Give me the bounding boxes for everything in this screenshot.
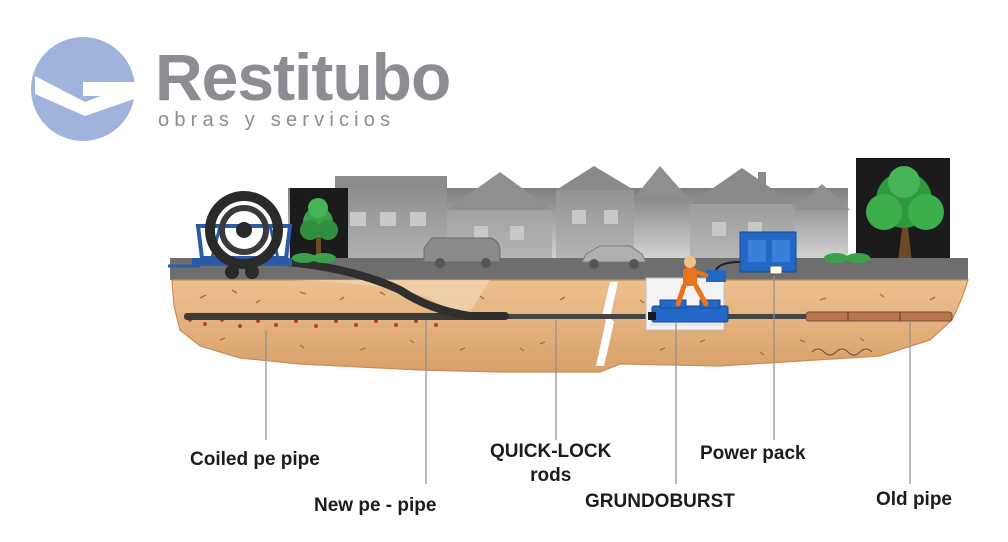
label-power-pack: Power pack bbox=[700, 443, 806, 464]
brand-tagline: obras y servicios bbox=[158, 109, 396, 131]
label-quick-lock-line2: rods bbox=[530, 465, 572, 486]
new-pe-pipe-horizontal bbox=[184, 313, 502, 320]
soil-speckles bbox=[199, 289, 936, 356]
hedge-right-icon bbox=[824, 253, 870, 263]
operator-figure bbox=[675, 256, 726, 307]
old-pipe bbox=[805, 311, 953, 322]
label-old-pipe: Old pipe bbox=[876, 489, 952, 510]
hedge-left-icon bbox=[292, 253, 336, 263]
label-quick-lock-line1: QUICK-LOCK bbox=[490, 441, 612, 462]
leader-lines bbox=[265, 276, 911, 484]
label-coiled-pe-pipe: Coiled pe pipe bbox=[190, 449, 320, 470]
artist-signature bbox=[811, 348, 873, 356]
soil-break bbox=[596, 282, 618, 366]
launch-pit bbox=[290, 280, 490, 313]
car-icon bbox=[581, 245, 647, 269]
tree-left-icon bbox=[300, 198, 338, 254]
tree-right-icon bbox=[866, 166, 944, 262]
coiled-pe-pipe-trailer bbox=[168, 191, 293, 279]
new-pe-pipe-curve bbox=[246, 256, 509, 320]
soil-layer bbox=[171, 279, 969, 373]
van-icon bbox=[423, 237, 501, 268]
label-quick-lock-rods: QUICK-LOCK rods bbox=[490, 440, 611, 488]
power-pack bbox=[715, 231, 797, 275]
label-grundoburst: GRUNDOBURST bbox=[585, 491, 735, 512]
brand-name: Restitubo bbox=[155, 40, 451, 114]
grundoburst-machine bbox=[648, 299, 729, 323]
restitubo-logo-icon bbox=[31, 37, 145, 141]
label-new-pe-pipe: New pe - pipe bbox=[314, 495, 437, 516]
